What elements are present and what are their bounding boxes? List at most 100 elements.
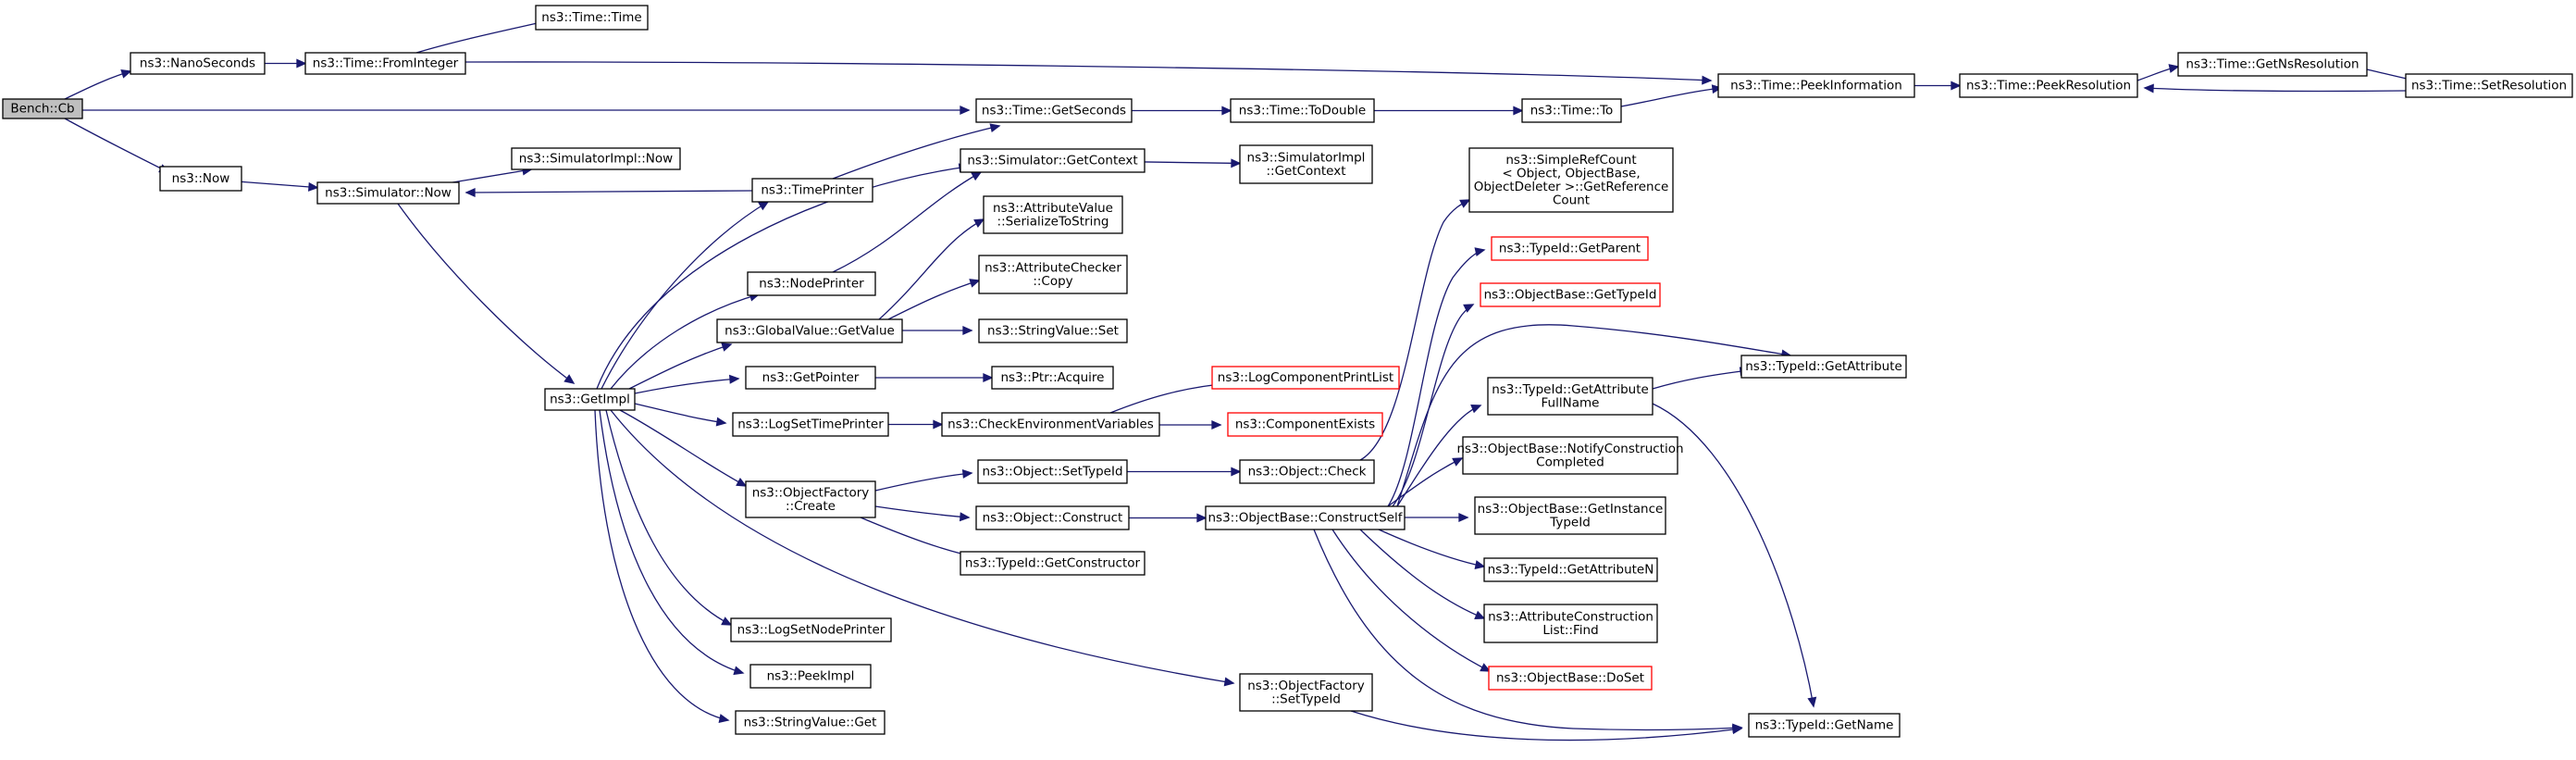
node-objectfactory_settypeid[interactable]: ns3::ObjectFactory::SetTypeId bbox=[1239, 673, 1373, 712]
edge-line bbox=[874, 472, 972, 492]
node-time_to[interactable]: ns3::Time::To bbox=[1521, 98, 1622, 123]
node-componentexists[interactable]: ns3::ComponentExists bbox=[1227, 412, 1383, 437]
node-label: ns3::ObjectBase::ConstructSelf bbox=[1208, 511, 1404, 526]
node-label: ns3::Time::PeekInformation bbox=[1730, 79, 1902, 93]
node-time_setresolution[interactable]: ns3::Time::SetResolution bbox=[2405, 73, 2573, 98]
node-time_getnsresolution[interactable]: ns3::Time::GetNsResolution bbox=[2177, 52, 2368, 77]
node-objectbase_gettypeid[interactable]: ns3::ObjectBase::GetTypeId bbox=[1480, 282, 1661, 307]
edge-arrowhead bbox=[307, 181, 319, 192]
node-getpointer[interactable]: ns3::GetPointer bbox=[745, 366, 876, 390]
node-time_peekinformation[interactable]: ns3::Time::PeekInformation bbox=[1717, 73, 1915, 98]
node-logsetnodeprinter[interactable]: ns3::LogSetNodePrinter bbox=[730, 617, 892, 642]
node-getimpl[interactable]: ns3::GetImpl bbox=[544, 388, 636, 411]
node-simulator_getcontext[interactable]: ns3::Simulator::GetContext bbox=[960, 148, 1146, 173]
node-label: ns3::Ptr::Acquire bbox=[1001, 370, 1105, 385]
edge-bench_cb-to-nanoseconds bbox=[64, 69, 132, 100]
node-label: ns3::StringValue::Set bbox=[987, 324, 1119, 339]
node-checkenvironmentvariables[interactable]: ns3::CheckEnvironmentVariables bbox=[941, 412, 1160, 437]
node-ptr_acquire[interactable]: ns3::Ptr::Acquire bbox=[991, 366, 1114, 390]
edge-objectfactory_create-to-object_settypeid bbox=[874, 468, 973, 492]
node-peekimpl[interactable]: ns3::PeekImpl bbox=[749, 664, 872, 689]
edge-line bbox=[887, 280, 980, 320]
edge-typeid_getattributefullname-to-typeid_getattribute bbox=[1652, 367, 1751, 390]
node-bench_cb[interactable]: Bench::Cb bbox=[2, 98, 83, 119]
node-typeid_getconstructor[interactable]: ns3::TypeId::GetConstructor bbox=[960, 551, 1146, 576]
node-label: TypeId bbox=[1549, 515, 1591, 530]
node-box bbox=[304, 52, 466, 75]
edge-arrowhead bbox=[718, 714, 730, 723]
edge-time_peekresolution-to-time_getnsresolution bbox=[2136, 64, 2180, 81]
edge-arrowhead bbox=[961, 468, 973, 479]
node-label: ns3::Time::Time bbox=[541, 10, 641, 25]
node-time_peekresolution[interactable]: ns3::Time::PeekResolution bbox=[1959, 73, 2138, 98]
node-objectfactory_create[interactable]: ns3::ObjectFactory::Create bbox=[745, 480, 876, 518]
node-typeid_getname[interactable]: ns3::TypeId::GetName bbox=[1748, 713, 1901, 738]
edge-objectbase_constructself-to-objectbase_getinstancetypeid bbox=[1404, 512, 1469, 523]
node-attributevalue_serialize[interactable]: ns3::AttributeValue::SerializeToString bbox=[983, 195, 1123, 234]
edge-objectbase_constructself-to-objectbase_notifyconstruction bbox=[1387, 457, 1464, 507]
node-time_frominteger[interactable]: ns3::Time::FromInteger bbox=[304, 52, 466, 75]
edge-line bbox=[610, 293, 760, 390]
node-label: ns3::TypeId::GetAttribute bbox=[1492, 382, 1649, 397]
node-label: ns3::AttributeChecker bbox=[985, 260, 1121, 275]
edge-line bbox=[397, 203, 575, 384]
edge-getimpl-to-objectfactory_settypeid bbox=[610, 409, 1235, 687]
edge-line bbox=[878, 218, 985, 320]
edge-arrowhead bbox=[2168, 64, 2180, 73]
node-object_construct[interactable]: ns3::Object::Construct bbox=[975, 505, 1130, 530]
node-box bbox=[1239, 459, 1375, 484]
node-box bbox=[159, 166, 242, 192]
node-object_settypeid[interactable]: ns3::Object::SetTypeId bbox=[977, 459, 1128, 484]
node-logsettimeprinter[interactable]: ns3::LogSetTimePrinter bbox=[732, 412, 889, 437]
node-box bbox=[991, 366, 1114, 390]
edge-arrowhead bbox=[1223, 677, 1235, 687]
edge-arrowhead bbox=[962, 325, 973, 336]
node-attributechecker_copy[interactable]: ns3::AttributeChecker::Copy bbox=[978, 255, 1128, 294]
edge-line bbox=[452, 168, 532, 183]
node-globalvalue_getvalue[interactable]: ns3::GlobalValue::GetValue bbox=[716, 318, 903, 343]
node-nanoseconds[interactable]: ns3::NanoSeconds bbox=[130, 52, 266, 75]
edge-arrowhead bbox=[1196, 513, 1208, 523]
node-logcomponentprintlist[interactable]: ns3::LogComponentPrintList bbox=[1211, 366, 1400, 390]
node-label: ns3::TypeId::GetParent bbox=[1499, 242, 1641, 256]
edge-line bbox=[601, 201, 769, 390]
node-stringvalue_set[interactable]: ns3::StringValue::Set bbox=[978, 318, 1128, 343]
node-simplerefcount[interactable]: ns3::SimpleRefCount< Object, ObjectBase,… bbox=[1468, 147, 1674, 213]
node-typeid_getattribute[interactable]: ns3::TypeId::GetAttribute bbox=[1740, 355, 1907, 379]
node-box bbox=[960, 148, 1146, 173]
node-now[interactable]: ns3::Now bbox=[159, 166, 242, 192]
edge-objectfactory_settypeid-to-typeid_getname bbox=[1350, 710, 1743, 741]
edge-line bbox=[628, 343, 732, 390]
edge-line bbox=[1359, 199, 1470, 461]
node-time_todouble[interactable]: ns3::Time::ToDouble bbox=[1230, 98, 1375, 123]
node-objectbase_constructself[interactable]: ns3::ObjectBase::ConstructSelf bbox=[1205, 505, 1406, 530]
node-simulatorimpl_now[interactable]: ns3::SimulatorImpl::Now bbox=[511, 147, 681, 170]
edge-arrowhead bbox=[1474, 560, 1486, 569]
node-stringvalue_get[interactable]: ns3::StringValue::Get bbox=[735, 710, 886, 735]
node-time_getseconds[interactable]: ns3::Time::GetSeconds bbox=[975, 98, 1133, 123]
node-timeprinter[interactable]: ns3::TimePrinter bbox=[751, 178, 873, 203]
node-box bbox=[983, 195, 1123, 234]
edge-line bbox=[619, 409, 747, 487]
node-objectbase_doset[interactable]: ns3::ObjectBase::DoSet bbox=[1488, 666, 1653, 691]
edge-getpointer-to-ptr_acquire bbox=[875, 372, 994, 383]
node-simulator_now[interactable]: ns3::Simulator::Now bbox=[316, 181, 460, 205]
edge-line bbox=[241, 181, 318, 189]
node-time_time[interactable]: ns3::Time::Time bbox=[535, 5, 649, 31]
node-nodeprinter[interactable]: ns3::NodePrinter bbox=[747, 271, 876, 296]
node-objectbase_notifyconstruction[interactable]: ns3::ObjectBase::NotifyConstructionCompl… bbox=[1456, 436, 1684, 475]
edge-objectbase_constructself-to-objectbase_gettypeid bbox=[1392, 304, 1475, 507]
node-simulatorimpl_getcontext[interactable]: ns3::SimulatorImpl::GetContext bbox=[1239, 144, 1373, 184]
node-object_check[interactable]: ns3::Object::Check bbox=[1239, 459, 1375, 484]
node-box bbox=[749, 664, 872, 689]
edge-arrowhead bbox=[959, 512, 971, 522]
edge-arrowhead bbox=[564, 374, 576, 384]
node-label: ObjectDeleter >::GetReference bbox=[1474, 180, 1669, 194]
edge-time_getseconds-to-time_todouble bbox=[1132, 106, 1232, 116]
node-typeid_getattributen[interactable]: ns3::TypeId::GetAttributeN bbox=[1483, 557, 1658, 582]
node-typeid_getparent[interactable]: ns3::TypeId::GetParent bbox=[1491, 236, 1649, 261]
node-label: ns3::Now bbox=[172, 171, 230, 186]
